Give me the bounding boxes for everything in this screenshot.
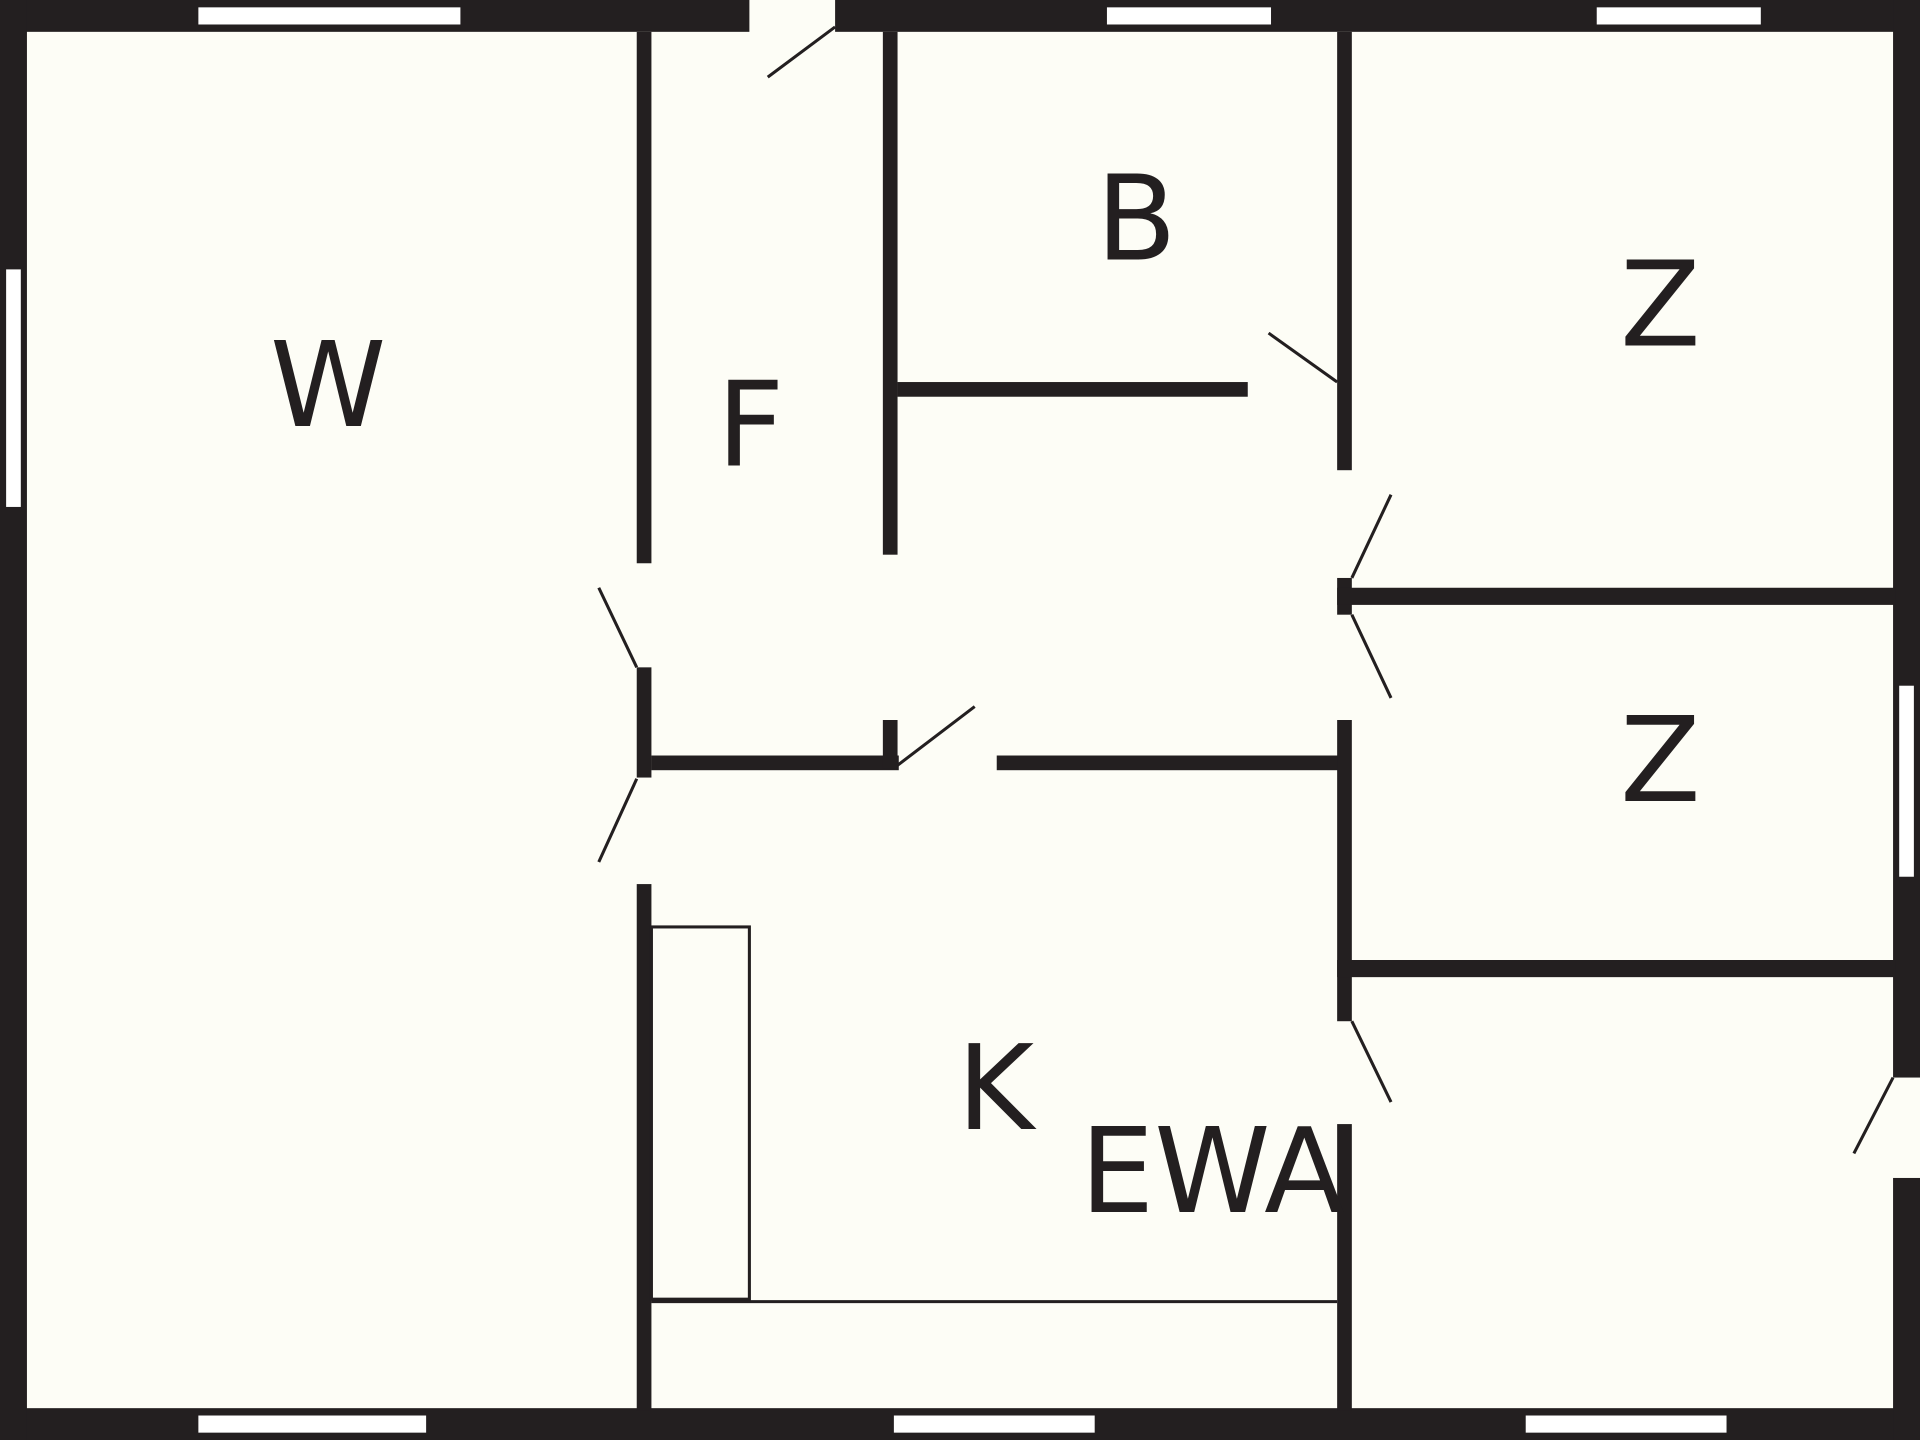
wall-hall-kitchen-right (996, 755, 1340, 771)
door-bath (1267, 331, 1339, 384)
windows (6, 7, 1914, 1433)
window (1525, 1415, 1727, 1433)
door-bedroom-1 (1350, 494, 1393, 579)
window (893, 1415, 1095, 1433)
wall-living-hall (636, 31, 652, 564)
wall-living-kitchen (636, 884, 652, 1411)
window (1106, 7, 1272, 25)
wall-hall-kitchen-stub (882, 720, 898, 769)
wall-center-mid (1337, 720, 1352, 1022)
room-label-bedroom-2: Z (1620, 692, 1701, 829)
wall-center-bottom (1337, 1124, 1352, 1411)
wall-bedroom-divider (1337, 587, 1896, 605)
room-label-bedroom-1: Z (1620, 236, 1701, 373)
window (6, 269, 21, 507)
door-living-lower (597, 778, 639, 863)
wall-bedroom-bottom (1337, 960, 1896, 978)
wall-living-hall-mid (636, 667, 652, 778)
window (198, 1415, 427, 1433)
wall-bath-bottom (897, 382, 1248, 397)
door-bedroom-2 (1350, 614, 1393, 699)
room-label-living: W (270, 317, 386, 454)
door-dining (1350, 1020, 1393, 1103)
door-entrance (766, 25, 837, 79)
door-exterior (1852, 1076, 1895, 1155)
room-label-bath: B (1096, 151, 1177, 288)
door-living-upper (597, 587, 639, 669)
kitchen-counters (649, 925, 1338, 1304)
door-swings (597, 25, 1895, 1155)
window (1596, 7, 1761, 25)
wall-hall-kitchen-left (651, 755, 899, 771)
window (1899, 685, 1914, 877)
room-label-hall: F (717, 356, 785, 493)
room-labels: W F B Z Z K EWA (270, 151, 1701, 1241)
outer-wall-right (1893, 0, 1920, 1078)
outer-wall-right-lower (1893, 1177, 1920, 1440)
door-kitchen (896, 705, 976, 767)
outer-wall-left (0, 0, 27, 1440)
wall-center-top (1337, 31, 1352, 471)
room-label-dining: EWA (1080, 1103, 1344, 1240)
window (198, 7, 461, 25)
room-label-kitchen: K (957, 1020, 1037, 1157)
kitchen-counter-side (649, 925, 751, 1301)
wall-hall-bath (882, 31, 898, 555)
